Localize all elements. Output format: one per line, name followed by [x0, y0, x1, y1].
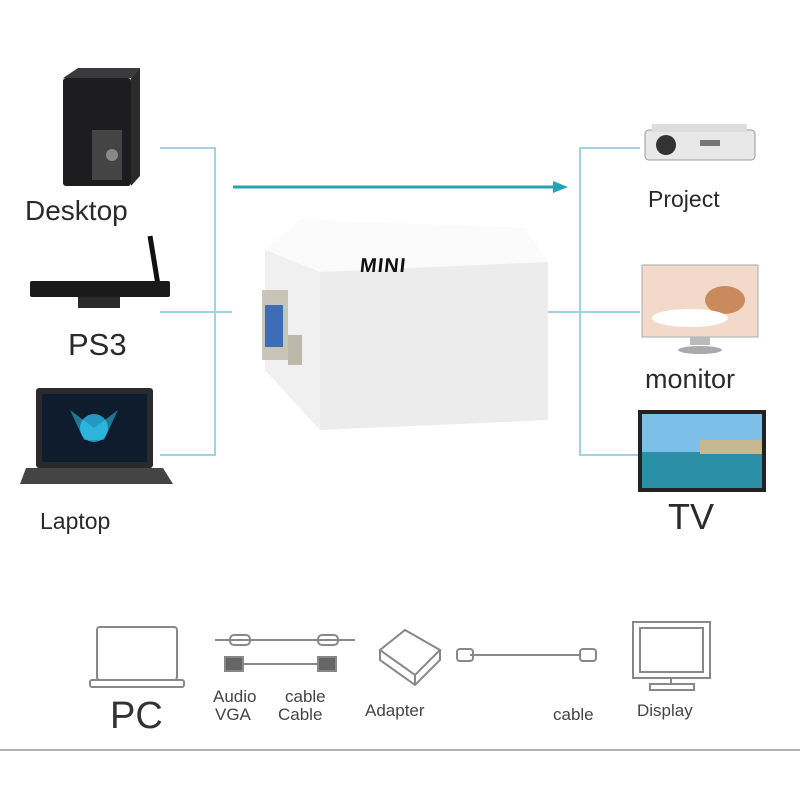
audio-label: Audio	[213, 687, 257, 706]
display-label: Display	[637, 701, 693, 720]
adapter-outline-icon	[378, 628, 442, 687]
output-label-project: Project	[648, 186, 720, 212]
vga-label: VGA	[215, 705, 251, 724]
display-outline-icon	[632, 621, 711, 691]
output-cable-icon	[456, 648, 597, 662]
adapter-label: Adapter	[365, 701, 425, 720]
output-label-tv: TV	[668, 496, 715, 537]
audio-cable-icon	[215, 634, 355, 646]
tv-icon	[638, 410, 766, 492]
cable-top-label: cable	[285, 687, 326, 706]
left-bracket	[160, 147, 232, 456]
pc-label: PC	[110, 695, 163, 737]
signal-arrow	[233, 181, 568, 193]
projector-icon	[644, 124, 756, 161]
set-top-box-icon	[30, 235, 170, 308]
monitor-icon	[641, 264, 759, 354]
source-label-desktop: Desktop	[25, 195, 128, 226]
vga-cable-icon	[224, 656, 337, 672]
right-bracket	[548, 147, 640, 456]
mini-adapter-image	[262, 220, 548, 430]
adapter-brand-label: MINI	[358, 255, 408, 277]
output-label-monitor: monitor	[645, 364, 736, 394]
desktop-tower-icon	[63, 68, 140, 186]
cable-bottom-label: Cable	[278, 705, 323, 724]
laptop-icon	[20, 388, 173, 484]
pc-laptop-outline-icon	[89, 626, 185, 688]
cable-label: cable	[553, 705, 594, 724]
source-label-ps3: PS3	[68, 327, 127, 362]
source-label-laptop: Laptop	[40, 508, 111, 534]
